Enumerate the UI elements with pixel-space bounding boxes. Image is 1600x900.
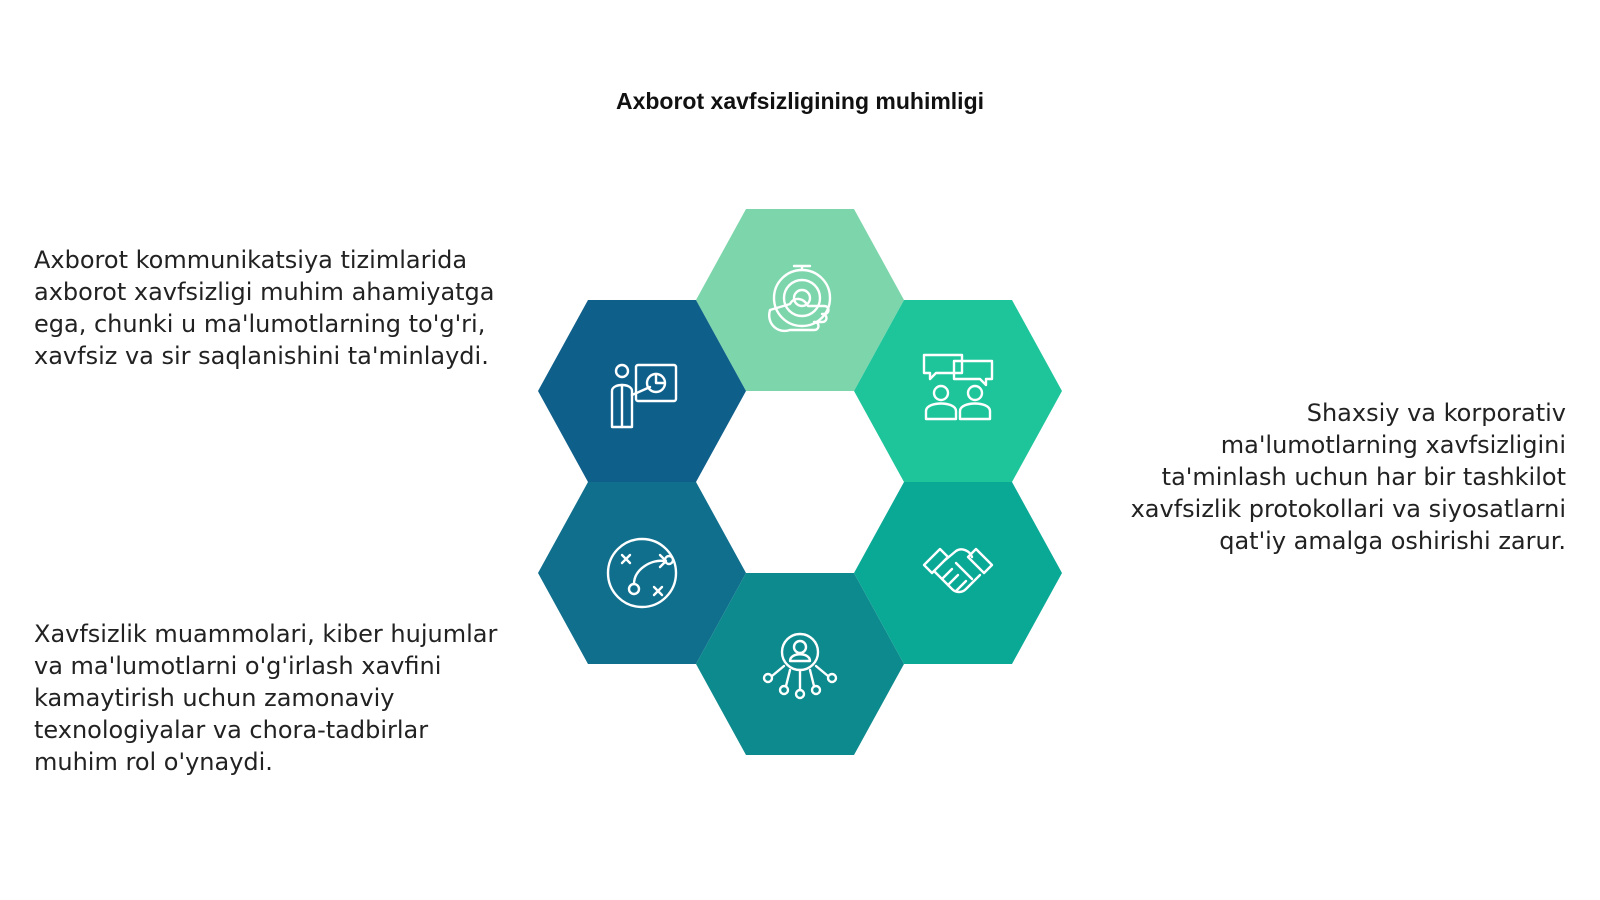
hexagon-lower-right xyxy=(854,482,1062,664)
hexagon-bottom xyxy=(696,573,904,755)
text-top-left: Axborot kommunikatsiya tizimlarida axbor… xyxy=(34,246,495,370)
handshake-icon xyxy=(922,547,994,594)
text-right: Shaxsiy va korporativ ma'lumotlarning xa… xyxy=(1130,399,1566,555)
user-network-icon xyxy=(762,632,838,700)
target-hand-icon xyxy=(768,264,832,333)
discussion-icon xyxy=(922,353,994,421)
presentation-icon xyxy=(610,363,678,429)
strategy-icon xyxy=(606,537,678,609)
text-bottom-left: Xavfsizlik muammolari, kiber hujumlar va… xyxy=(34,620,498,776)
page-title: Axborot xavfsizligining muhimligi xyxy=(615,88,985,114)
hexagon-lower-left xyxy=(538,482,746,664)
hexagon-upper-right xyxy=(854,300,1062,482)
